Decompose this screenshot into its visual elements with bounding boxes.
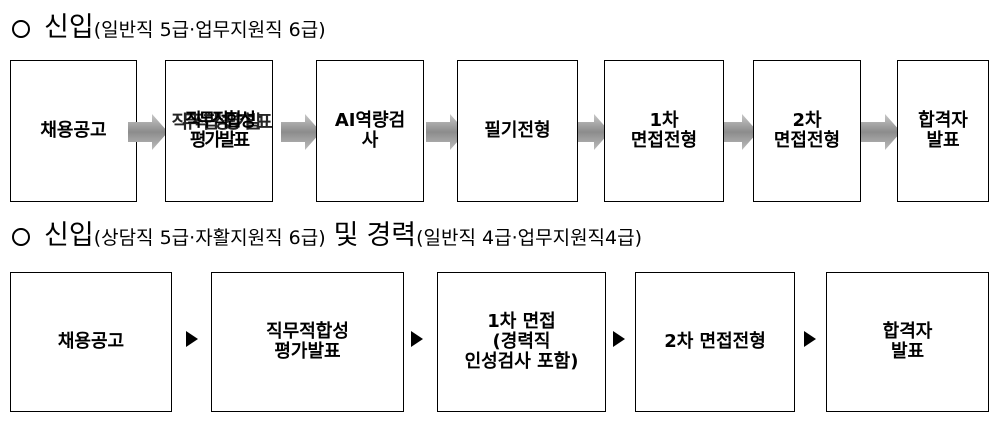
step-label: 채용공고 xyxy=(57,331,125,353)
step-label: 채용공고 xyxy=(40,120,107,142)
section-2-main-a: 신입 xyxy=(44,220,94,251)
step-box-written-test: 필기전형 xyxy=(457,60,578,202)
step-label: 1차 면접전형 xyxy=(630,110,698,151)
overlapping-label: 직무적합성 평가발표 직무적합성평가발표 xyxy=(166,111,272,151)
step-box-job-fit: 직무적합성 평가발표 직무적합성평가발표 xyxy=(165,60,273,202)
step-label: 합격자 발표 xyxy=(918,110,968,151)
triangle-arrow-icon xyxy=(411,331,423,347)
step-box-interview-2: 2차 면접전형 xyxy=(753,60,861,202)
step-label-full: 직무적합성평가발표 xyxy=(171,112,272,133)
gray-arrow-icon xyxy=(718,114,758,150)
step-label: 1차 면접 (경력직 인성검사 포함) xyxy=(464,311,579,372)
step-label: AI역량검 사 xyxy=(334,110,406,151)
step-box-interview-1: 1차 면접전형 xyxy=(604,60,724,202)
section-2-conj: 및 xyxy=(333,220,359,251)
step-label-b: 평가발표 xyxy=(189,130,250,151)
step-box-ai-test: AI역량검 사 xyxy=(316,60,424,202)
gray-arrow-icon xyxy=(426,114,466,150)
gray-arrow-icon xyxy=(861,114,901,150)
section-2-paren-b: (일반직 4급·업무지원직4급) xyxy=(416,227,643,249)
step-label: 2차 면접전형 xyxy=(773,110,841,151)
step-label-a: 직무적합성 xyxy=(185,110,256,131)
step-box-interview-2: 2차 면접전형 xyxy=(635,272,795,412)
section-2-main-b: 경력 xyxy=(366,220,417,251)
triangle-arrow-icon xyxy=(804,331,816,347)
gray-arrow-icon xyxy=(128,114,168,150)
step-label: 직무적합성 평가발표 xyxy=(266,321,349,362)
step-box-interview-1: 1차 면접 (경력직 인성검사 포함) xyxy=(437,272,606,412)
step-box-final-announcement: 합격자 발표 xyxy=(826,272,989,412)
step-label: 합격자 발표 xyxy=(882,321,933,362)
section-1-paren: (일반직 5급·업무지원직 6급) xyxy=(93,19,326,41)
step-box-recruit-notice: 채용공고 xyxy=(10,272,172,412)
gray-arrow-icon xyxy=(281,114,321,150)
step-label: 필기전형 xyxy=(484,120,551,142)
step-box-job-fit: 직무적합성 평가발표 xyxy=(211,272,404,412)
section-1-heading: 신입(일반직 5급·업무지원직 6급) xyxy=(12,14,326,41)
step-box-final-announcement: 합격자 발표 xyxy=(897,60,989,202)
step-label: 2차 면접전형 xyxy=(664,331,766,353)
section-2-paren-a: (상담직 5급·자활지원직 6급) xyxy=(93,227,326,249)
gray-arrow-icon xyxy=(570,114,610,150)
step-box-recruit-notice: 채용공고 xyxy=(10,60,137,202)
section-1-main: 신입 xyxy=(44,12,94,43)
triangle-arrow-icon xyxy=(186,331,198,347)
hollow-circle-icon xyxy=(12,19,30,38)
hollow-circle-icon xyxy=(12,227,30,246)
triangle-arrow-icon xyxy=(613,331,625,347)
